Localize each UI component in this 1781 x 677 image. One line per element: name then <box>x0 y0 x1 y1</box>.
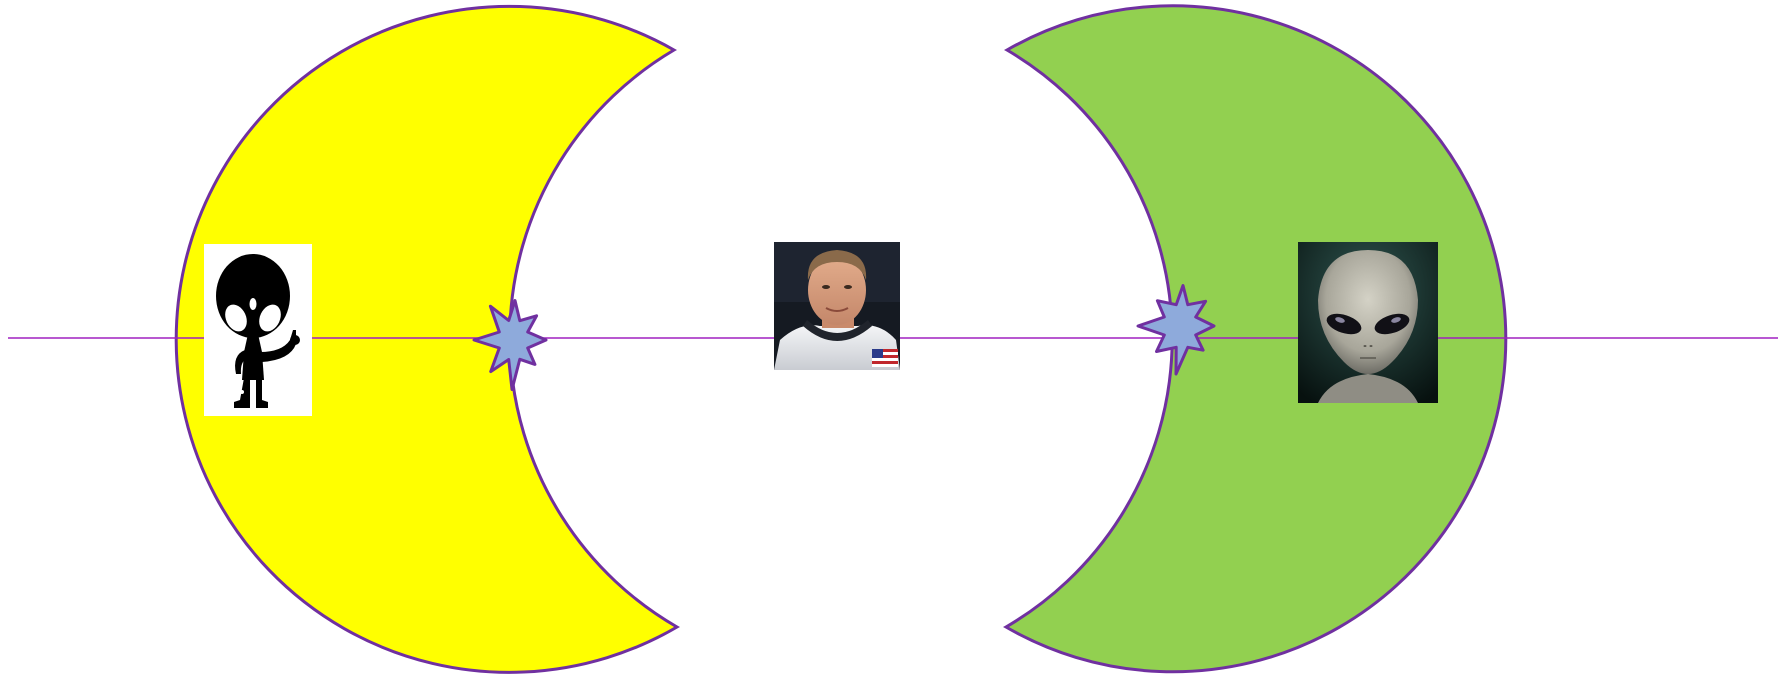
astronaut-portrait-icon <box>774 242 900 370</box>
cartoon-alien-silhouette-icon <box>204 244 312 416</box>
grey-alien-portrait-icon <box>1298 242 1438 403</box>
